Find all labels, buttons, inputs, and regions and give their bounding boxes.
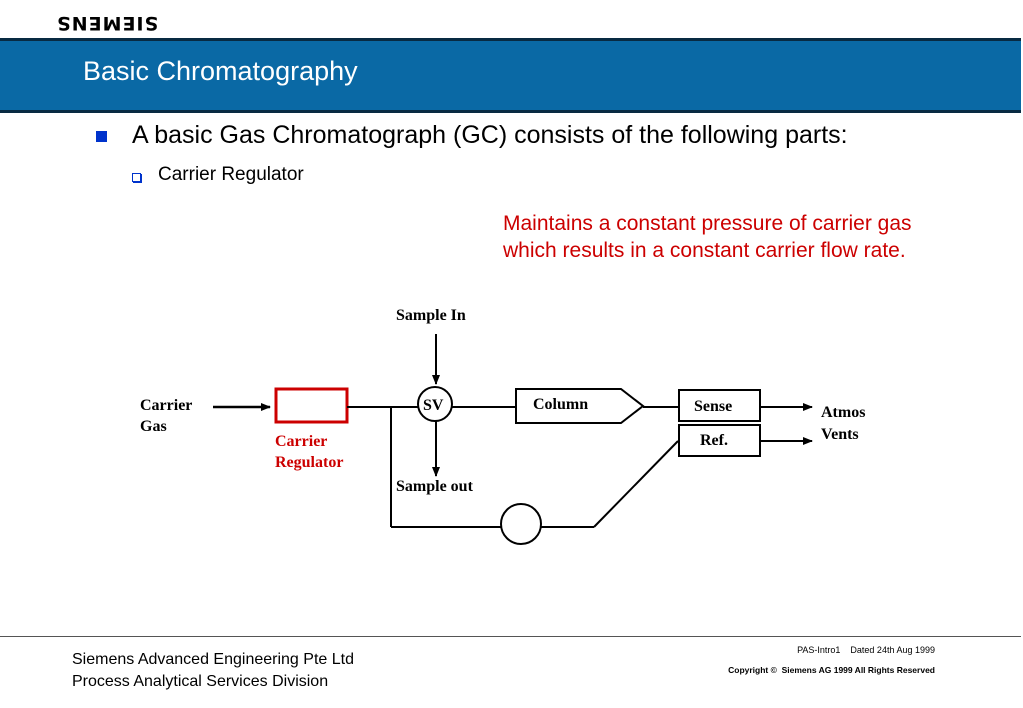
column-shape xyxy=(515,388,645,424)
bullet-main-text: A basic Gas Chromatograph (GC) consists … xyxy=(132,121,848,149)
column-label: Column xyxy=(533,396,588,413)
carrier-regulator-label-2: Regulator xyxy=(275,454,343,471)
footer-copyright: Copyright © Siemens AG 1999 All Rights R… xyxy=(728,665,935,675)
sense-label: Sense xyxy=(694,398,732,415)
atmos-label-2: Vents xyxy=(821,426,859,443)
footer-company-line1: Siemens Advanced Engineering Pte Ltd xyxy=(72,651,354,668)
sv-label: SV xyxy=(423,397,444,414)
sample-out-label: Sample out xyxy=(396,478,474,495)
restrictor-circle xyxy=(500,503,542,545)
carrier-gas-label-1: Carrier xyxy=(140,397,192,414)
ref-label: Ref. xyxy=(700,432,728,449)
sample-in-label: Sample In xyxy=(396,307,466,324)
sense-box xyxy=(678,389,761,422)
carrier-regulator-label-1: Carrier xyxy=(275,433,327,450)
ref-box xyxy=(678,424,761,457)
regulator-description: Maintains a constant pressure of carrier… xyxy=(503,212,912,262)
ref-diagonal-line xyxy=(593,440,679,528)
footer-reference: PAS-Intro1 Dated 24th Aug 1999 xyxy=(797,645,935,655)
square-bullet-icon xyxy=(96,131,107,142)
carrier-regulator-box xyxy=(274,387,349,424)
footer-company-line2: Process Analytical Services Division xyxy=(72,673,329,690)
carrier-gas-label-2: Gas xyxy=(140,418,167,435)
footer-divider xyxy=(0,636,1021,637)
slide-title: Basic Chromatography xyxy=(83,56,358,86)
title-bar xyxy=(0,38,1021,113)
bullet-sub-text: Carrier Regulator xyxy=(158,164,304,185)
hollow-square-bullet-icon xyxy=(132,173,141,182)
footer-company: Siemens Advanced Engineering Pte Ltd Pro… xyxy=(72,649,354,693)
atmos-label-1: Atmos xyxy=(821,404,865,421)
